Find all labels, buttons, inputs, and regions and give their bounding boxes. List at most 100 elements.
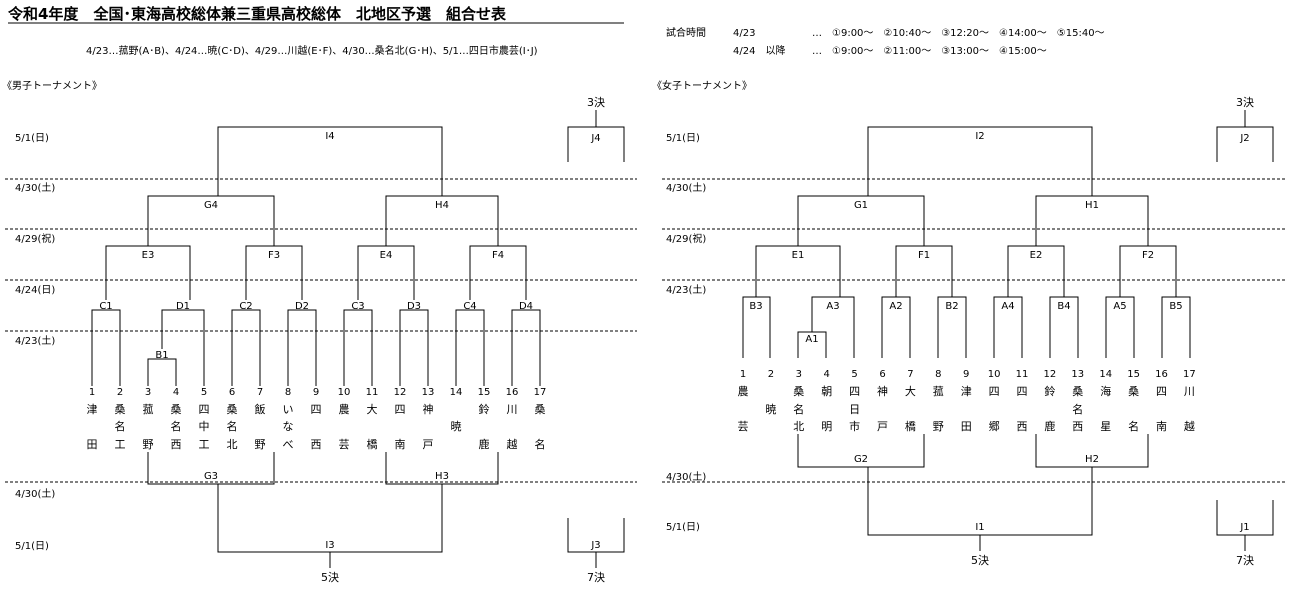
girls-entry-name-char: 橋 [905,419,916,433]
boys-entry-name-char: 野 [143,438,154,451]
girls-entry-name-char: 名 [793,402,804,416]
boys-entry-name-char: 津 [87,403,98,416]
boys-match-c1 [91,309,121,386]
boys-match-label: C2 [239,301,252,312]
girls-entry-name-char: 農 [738,384,749,398]
boys-match-label: E4 [380,250,393,261]
boys-date-label: 4/30(土) [15,181,55,194]
boys-entry-name-char: 名 [535,437,546,451]
boys-entry-name-char: 桑 [535,403,546,416]
girls-entry-number: 4 [824,369,830,380]
girls-match-label: B4 [1057,301,1070,312]
boys-entry-name-char: 桑 [171,403,182,416]
girls-fifth-place-label: 5決 [971,554,989,567]
boys-match-label: C3 [351,301,364,312]
boys-entry-number: 8 [285,387,291,398]
page-title: 令和4年度 全国･東海高校総体兼三重県高校総体 北地区予選 組合せ表 [8,5,507,23]
girls-entry-number: 3 [796,369,802,380]
boys-match-label: G3 [204,471,218,482]
girls-entry-name-char: 朝 [821,385,832,398]
girls-entry-name-char: 四 [989,385,1000,398]
boys-entry-number: 6 [229,387,235,398]
boys-entry-number: 7 [257,387,263,398]
girls-match-label: A3 [826,301,839,312]
boys-entry-name-char: 農 [339,402,350,416]
boys-match-label: J3 [590,540,600,551]
boys-entry-number: 17 [534,387,547,398]
girls-match-label: F1 [918,250,930,261]
girls-match-label: A4 [1001,301,1014,312]
boys-entry-name-char: 芸 [339,438,350,451]
boys-entry-number: 12 [394,387,407,398]
girls-entry-name-char: 暁 [765,403,776,416]
girls-entry-number: 9 [963,369,969,380]
boys-date-label: 4/29(祝) [15,232,55,245]
girls-entry-name-char: 四 [1017,385,1028,398]
girls-entry-name-char: 大 [905,384,916,398]
girls-entry-name-char: 神 [877,384,888,398]
girls-entry-number: 16 [1155,369,1168,380]
boys-entry-number: 1 [89,387,95,398]
girls-seventh-place-label: 7決 [1236,554,1254,567]
boys-entry-number: 16 [506,387,519,398]
girls-entry-name-char: 南 [1156,420,1167,433]
girls-match-a3 [811,296,855,358]
girls-entry-number: 5 [851,369,857,380]
boys-entry-name-char: 越 [507,437,518,451]
girls-date-label: 4/30(土) [666,181,706,194]
boys-entry-name-char: な [283,420,294,433]
boys-entry-name-char: 四 [199,403,210,416]
girls-entry-number: 14 [1099,369,1112,380]
girls-entry-name-char: 越 [1184,419,1195,433]
boys-match-c3 [343,309,373,386]
boys-entry-number: 9 [313,387,319,398]
boys-match-label: H4 [435,200,449,211]
girls-entry-number: 8 [935,369,941,380]
boys-entry-name-char: 菰 [143,403,154,416]
boys-match-d3 [399,309,429,386]
boys-match-label: F4 [492,250,504,261]
boys-match-label: I3 [325,540,334,551]
girls-match-label: H1 [1085,200,1099,211]
boys-match-d4 [511,309,541,386]
girls-date-label: 4/23(土) [666,283,706,296]
boys-entry-name-char: 飯 [255,402,266,416]
girls-entry-name-char: 四 [849,385,860,398]
boys-entry-name-char: 西 [311,438,322,451]
boys-date-label: 4/23(土) [15,334,55,347]
girls-entry-number: 12 [1044,369,1057,380]
boys-match-c4 [455,309,485,386]
girls-match-i2 [867,126,1093,196]
boys-match-b1 [147,358,177,386]
girls-match-g2 [797,434,925,468]
girls-entry-list: 1農芸2暁3桑名北4朝明5四日市6神戸7大橋8菰野9津田10四郷11四西12鈴鹿… [738,369,1196,433]
boys-match-d1 [161,309,205,386]
boys-entry-name-char: べ [283,438,294,451]
boys-entry-number: 3 [145,387,151,398]
girls-entry-name-char: 西 [1017,420,1028,433]
match-time-date-1: 4/23 [733,28,755,39]
girls-match-label: J2 [1239,133,1249,144]
boys-match-label: F3 [268,250,280,261]
girls-entry-name-char: 野 [933,420,944,433]
boys-entry-name-char: 神 [423,402,434,416]
girls-heading: 《女子トーナメント》 [652,79,752,92]
boys-entry-number: 5 [201,387,207,398]
girls-entry-number: 2 [768,369,774,380]
girls-entry-name-char: 名 [1072,402,1083,416]
boys-match-d2 [287,309,317,386]
boys-match-label: D2 [295,301,309,312]
boys-match-g4 [147,195,275,246]
girls-date-label: 5/1(日) [666,522,700,533]
boys-entry-name-char: 川 [507,403,518,416]
girls-match-label: B5 [1169,301,1182,312]
boys-entry-number: 11 [366,387,379,398]
girls-entry-number: 17 [1183,369,1196,380]
boys-entry-name-char: い [283,403,294,416]
boys-seventh-place-label: 7決 [587,571,605,584]
boys-match-label: D3 [407,301,421,312]
boys-entry-name-char: 大 [367,402,378,416]
boys-date-label: 4/24(日) [15,285,55,296]
girls-entry-name-char: 北 [793,420,804,433]
boys-entry-name-char: 鈴 [479,402,490,416]
